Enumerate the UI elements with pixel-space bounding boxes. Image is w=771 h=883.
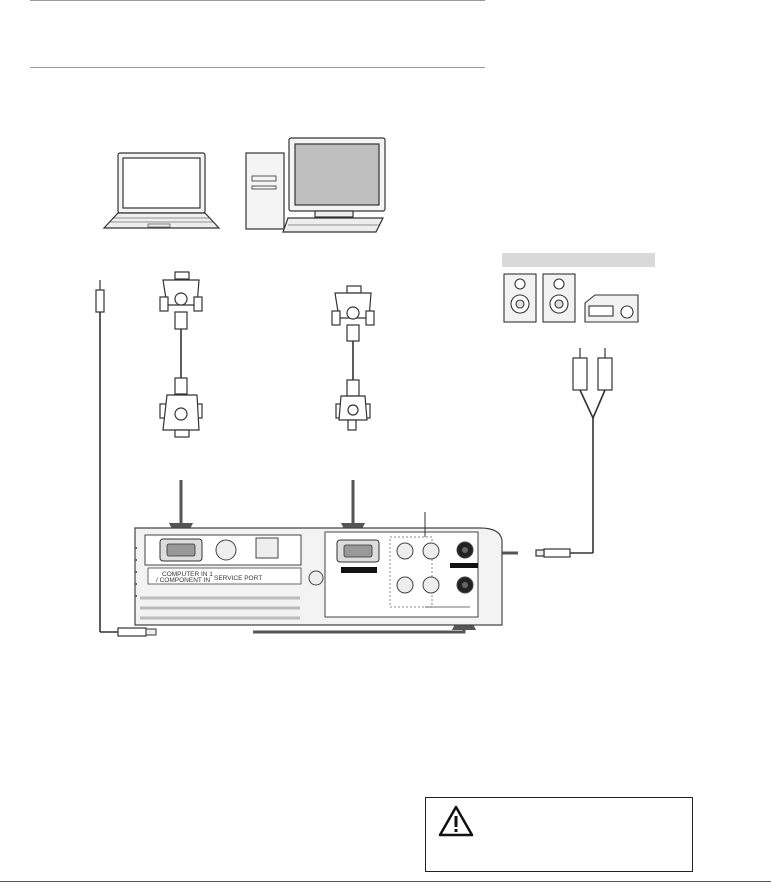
audio-cable-left: [95, 280, 157, 637]
audio-equipment-header-bar: [502, 253, 655, 267]
laptop-icon: [102, 152, 221, 229]
desktop-computer-icon: [245, 137, 386, 233]
speakers-icon: [503, 273, 576, 323]
caution-box: [425, 797, 693, 872]
section-rule: [30, 67, 485, 68]
rca-audio-cable: [535, 348, 613, 558]
projector-back-panel: [134, 512, 503, 626]
service-port-label: SERVICE PORT: [214, 575, 262, 582]
bottom-rule: [0, 881, 771, 882]
vga-cable-1: [159, 271, 203, 438]
vga-cable-2: [331, 285, 375, 431]
top-rule: [30, 0, 485, 1]
warning-triangle-icon: [438, 805, 474, 837]
computer-in-1-label: COMPUTER IN 1: [162, 571, 213, 578]
component-in-label: / COMPONENT IN: [156, 577, 210, 584]
audio-amplifier-icon: [584, 294, 639, 323]
